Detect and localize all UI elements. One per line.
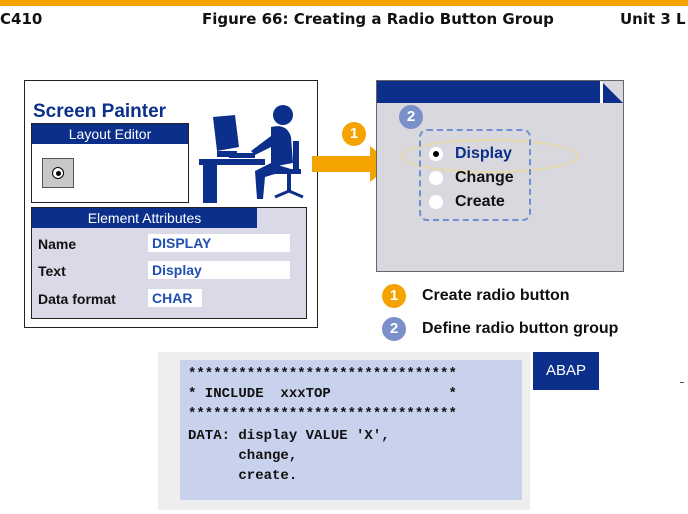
radio-unselected-icon — [429, 195, 443, 209]
radio-option-label: Display — [455, 145, 512, 162]
layout-editor-box: Layout Editor — [31, 123, 189, 203]
radio-selected-icon — [429, 147, 443, 161]
attr-value-data-format[interactable]: CHAR — [148, 289, 202, 307]
legend-badge-1: 1 — [382, 284, 406, 308]
legend-item-2: 2 Define radio button group — [382, 317, 618, 341]
attr-label-text: Text — [38, 263, 66, 279]
person-at-computer-icon — [199, 105, 304, 203]
legend-item-1: 1 Create radio button — [382, 284, 570, 308]
element-attributes-box: Element Attributes Name DISPLAY Text Dis… — [31, 207, 307, 319]
code-block: ******************************** * INCLU… — [180, 360, 522, 500]
radio-button-group — [419, 129, 531, 221]
radio-option-label: Change — [455, 169, 514, 186]
legend-badge-2: 2 — [382, 317, 406, 341]
legend-text-1: Create radio button — [422, 287, 570, 304]
radio-button-icon — [52, 167, 64, 179]
code-line: * INCLUDE xxxTOP * — [188, 386, 457, 402]
code-line: ******************************** — [188, 366, 457, 382]
runtime-screen: 2 Display Change Create — [376, 80, 624, 272]
figure-title: Figure 66: Creating a Radio Button Group — [202, 10, 554, 28]
attr-label-name: Name — [38, 236, 77, 252]
radio-option-change[interactable]: Change — [429, 169, 514, 187]
radio-unselected-icon — [429, 171, 443, 185]
code-line: DATA: display VALUE 'X', — [188, 428, 390, 444]
attr-value-text[interactable]: Display — [148, 261, 290, 279]
runtime-titlebar — [377, 81, 623, 103]
screen-painter-panel: Screen Painter Layout Editor Element Att… — [24, 80, 318, 328]
screen-painter-title: Screen Painter — [33, 101, 167, 122]
layout-editor-title: Layout Editor — [32, 124, 188, 144]
abap-tag: ABAP — [533, 352, 599, 390]
top-accent-bar — [0, 0, 688, 6]
step-1-badge: 1 — [342, 122, 366, 146]
code-line: change, — [188, 448, 298, 464]
attr-label-data-format: Data format — [38, 291, 116, 307]
legend-text-2: Define radio button group — [422, 320, 619, 337]
highlight-ellipse — [401, 139, 579, 173]
radio-option-label: Create — [455, 193, 505, 210]
radio-option-display[interactable]: Display — [429, 145, 512, 163]
unit-label: Unit 3 L — [620, 10, 686, 28]
divider-mark — [680, 382, 684, 383]
code-panel: ******************************** * INCLU… — [158, 352, 530, 510]
course-code: C410 — [0, 10, 43, 28]
arrow-right-icon — [312, 146, 392, 182]
code-line: ******************************** — [188, 406, 457, 422]
radio-button-tool[interactable] — [42, 158, 74, 188]
code-line: create. — [188, 468, 298, 484]
element-attributes-title: Element Attributes — [32, 208, 257, 228]
attr-value-name[interactable]: DISPLAY — [148, 234, 290, 252]
step-2-badge: 2 — [399, 105, 423, 129]
radio-option-create[interactable]: Create — [429, 193, 505, 211]
